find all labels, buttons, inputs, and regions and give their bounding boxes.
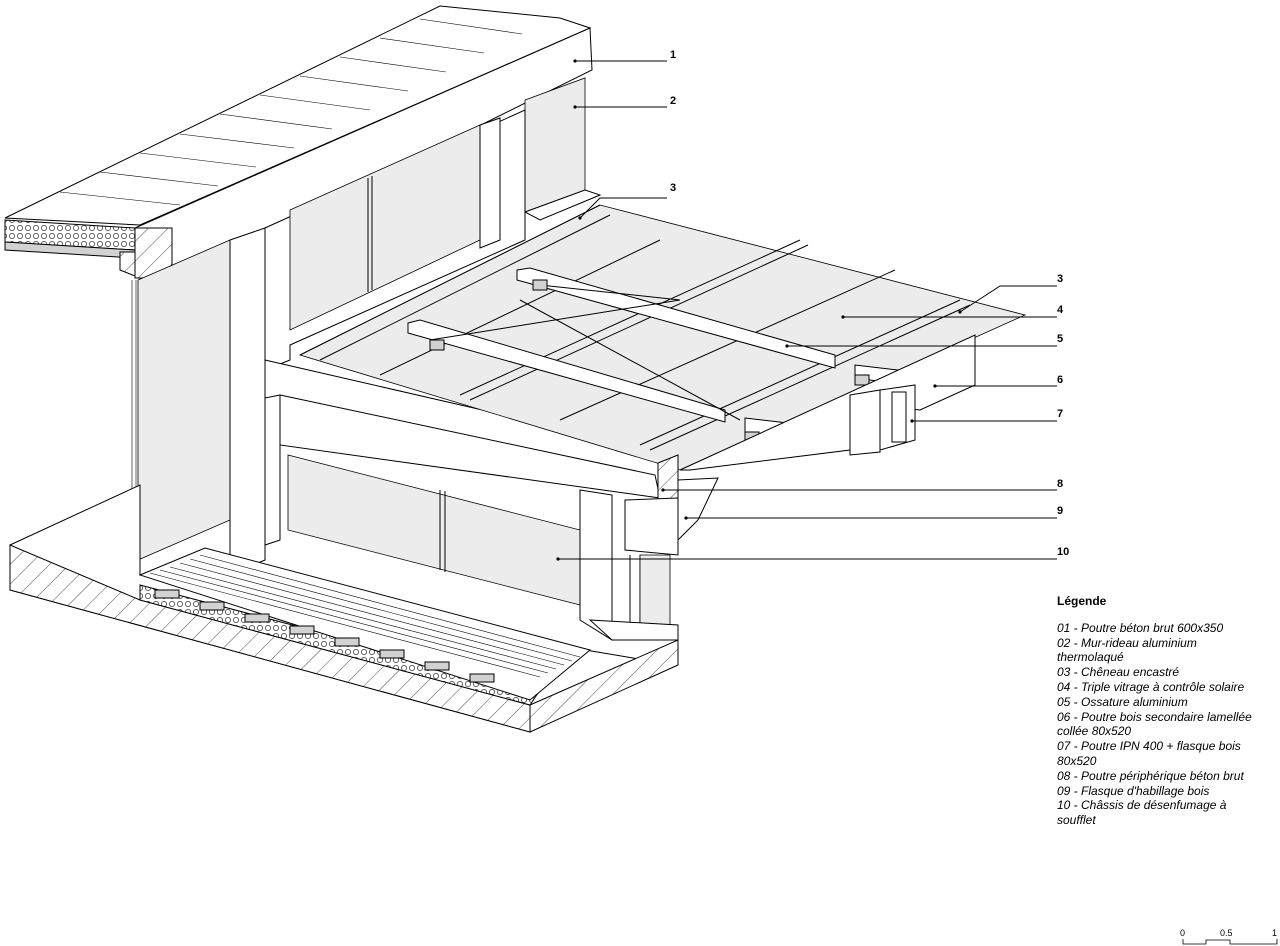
scale-bar-graphic	[1182, 939, 1278, 945]
legend-item-03: 03 - Chêneau encastré	[1057, 665, 1180, 680]
callout-8: 8	[1057, 478, 1063, 490]
scale-bar: 0 0.5 1	[1180, 928, 1280, 946]
roof-beam	[4, 5, 593, 279]
left-wall	[131, 227, 266, 576]
legend-item-01: 01 - Poutre béton brut 600x350	[1057, 620, 1224, 635]
legend-item-07: 07 - Poutre IPN 400 + flasque bois 80x52…	[1057, 739, 1241, 768]
legend-item-02: 02 - Mur-rideau aluminium thermolaqué	[1057, 635, 1197, 665]
callout-3-right: 3	[1057, 273, 1063, 285]
legend-item-06: 06 - Poutre bois secondaire lamellée col…	[1057, 709, 1252, 739]
floor-joists	[154, 589, 495, 683]
legend-title: Légende	[1057, 594, 1107, 608]
legend: Légende 01 - Poutre béton brut 600x350 0…	[1057, 594, 1257, 828]
callout-7: 7	[1057, 408, 1063, 420]
scale-label-0: 0	[1180, 928, 1186, 938]
callout-9: 9	[1057, 505, 1063, 517]
glazed-roof	[298, 204, 1027, 471]
right-edge-beams	[679, 334, 976, 471]
curtain-wall-upper	[523, 77, 602, 221]
callout-3-top: 3	[670, 182, 676, 194]
callout-1: 1	[670, 49, 676, 61]
scale-label-half: 0.5	[1220, 928, 1233, 938]
legend-item-05: 05 - Ossature aluminium	[1057, 694, 1188, 709]
callout-6: 6	[1057, 374, 1063, 386]
central-frame	[264, 109, 679, 501]
callouts: 1 2 3 3 4 5 6 7 8 9 10	[556, 49, 1069, 561]
callout-4: 4	[1057, 304, 1064, 316]
callout-10: 10	[1057, 546, 1069, 558]
lower-window	[264, 394, 613, 641]
legend-item-10: 10 - Châssis de désenfumage à soufflet	[1057, 798, 1227, 828]
legend-item-04: 04 - Triple vitrage à contrôle solaire	[1057, 679, 1245, 694]
floor-slab	[9, 484, 679, 733]
legend-item-08: 08 - Poutre périphérique béton brut	[1057, 768, 1244, 783]
legend-item-09: 09 - Flasque d'habillage bois	[1057, 783, 1210, 798]
scale-label-1: 1	[1272, 928, 1278, 938]
callout-2: 2	[670, 95, 676, 107]
callout-5: 5	[1057, 333, 1063, 345]
